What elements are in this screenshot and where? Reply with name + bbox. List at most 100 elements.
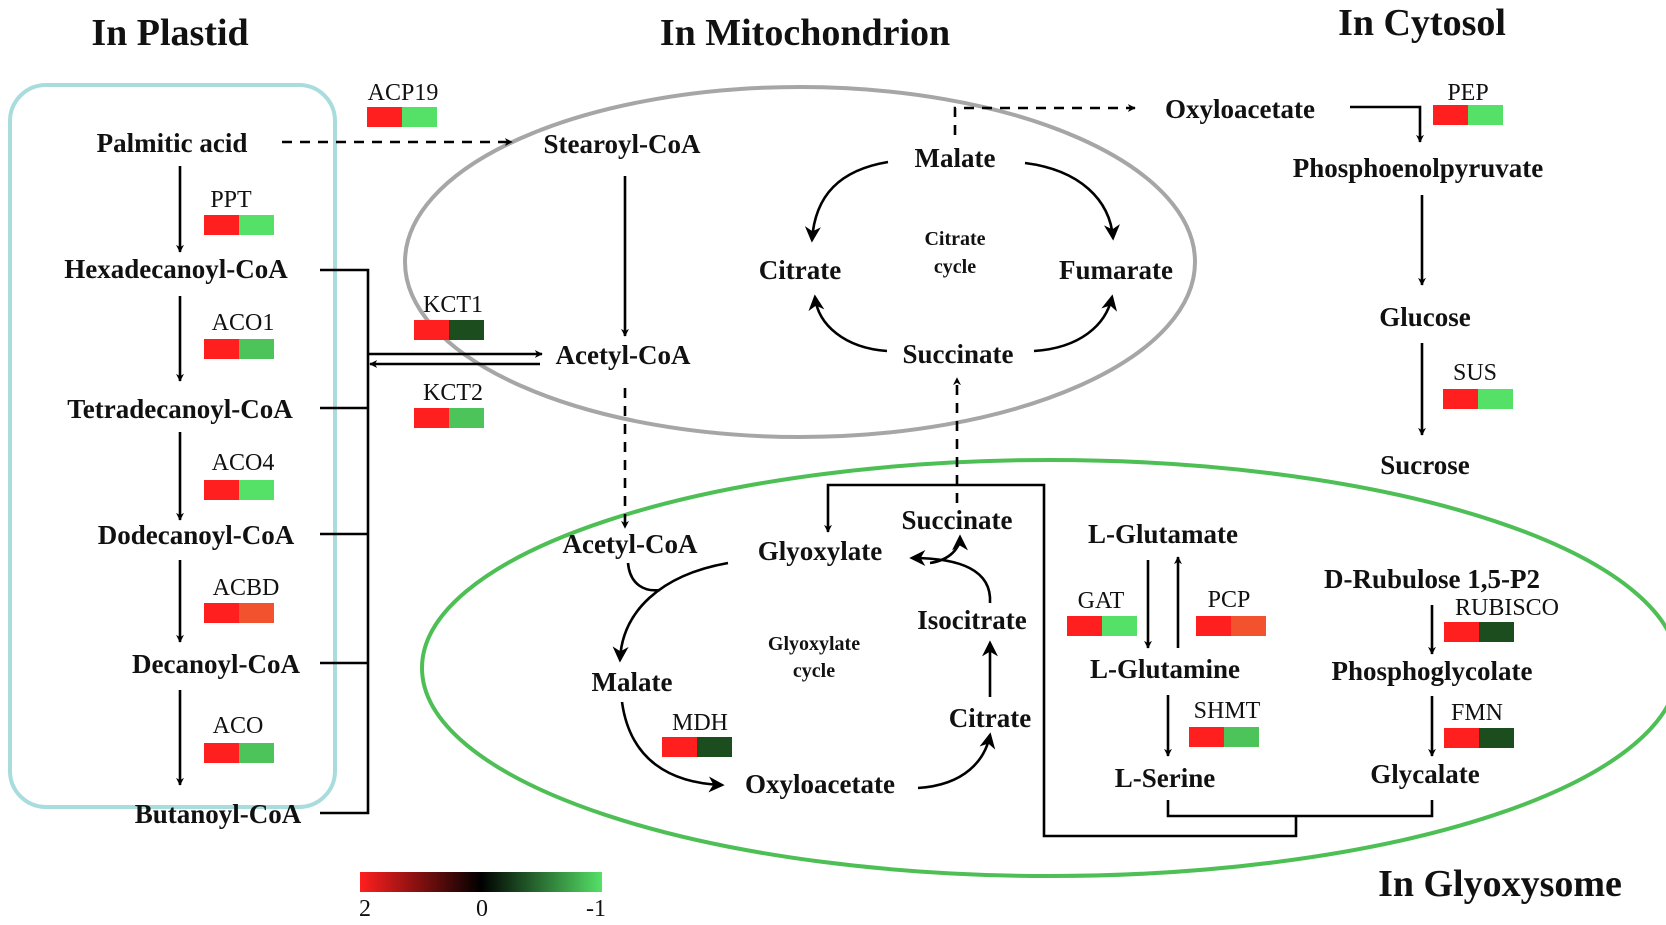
metabolite-phosphoenolpyruvate: Phosphoenolpyruvate [1293,153,1544,183]
gene-aco1: ACO1 [204,310,274,359]
cytosol-arrows [1350,105,1426,436]
heat-cell-acp19-1 [367,107,402,127]
glyoxysome-arrows [612,483,1436,838]
arrow-isocitrate-to-succinate [929,534,968,565]
arrow-succinate-to-citrate [808,294,888,353]
gene-kct1: KCT1 [414,292,484,340]
heat-cell-aco1-2 [239,339,274,359]
gene-label-acp19: ACP19 [368,80,439,106]
gene-rubisco: RUBISCO [1444,595,1559,642]
gene-label-kct1: KCT1 [423,292,483,318]
region-title-plastid: In Plastid [91,12,248,54]
gene-aco4: ACO4 [204,450,274,500]
arrow-malate-to-oxyloacetate-cyto [953,104,1136,135]
gene-kct2: KCT2 [414,380,484,428]
metabolite-malate-glyox: Malate [592,667,673,697]
gene-label-gat: GAT [1078,588,1125,614]
metabolite-tetradecanoyl-coa: Tetradecanoyl-CoA [67,394,293,424]
citrate-cycle-label-2: cycle [934,256,976,278]
metabolite-l-glutamine: L-Glutamine [1090,654,1240,684]
heat-cell-rubisco-2 [1479,622,1514,642]
metabolite-glucose: Glucose [1379,302,1471,332]
heat-cell-pcp-1 [1196,616,1231,636]
gene-pcp: PCP [1196,587,1266,636]
gene-label-aco1: ACO1 [212,310,275,336]
gene-label-aco4: ACO4 [212,450,275,476]
heat-cell-sus-1 [1443,389,1478,409]
gene-label-fmn: FMN [1451,700,1503,726]
metabolite-palmitic-acid: Palmitic acid [97,128,248,158]
heat-cell-mdh-2 [697,737,732,757]
metabolite-oxyloacetate-glyox: Oxyloacetate [745,769,895,799]
metabolite-glyoxylate: Glyoxylate [758,536,882,566]
serine-glycalate-connector [1166,800,1434,818]
metabolite-isocitrate: Isocitrate [917,605,1026,635]
gene-acbd: ACBD [204,575,279,623]
heat-cell-pep-1 [1433,105,1468,125]
metabolite-citrate-mito: Citrate [759,255,841,285]
heat-cell-aco1-1 [204,339,239,359]
arrow-malate-to-fumarate [1024,161,1120,241]
legend-tick-mid: 0 [476,896,488,922]
heat-cell-mdh-1 [662,737,697,757]
gene-shmt: SHMT [1189,698,1261,747]
heat-cell-pcp-2 [1231,616,1266,636]
gene-label-aco: ACO [213,713,264,739]
metabolite-citrate-glyox: Citrate [949,703,1031,733]
heat-cell-acbd-2 [239,603,274,623]
plastid-arrows [176,138,543,815]
legend-tick-max: 2 [359,896,371,922]
gene-acp19: ACP19 [367,80,438,127]
heat-cell-aco-2 [239,743,274,763]
metabolite-decanoyl-coa: Decanoyl-CoA [132,649,300,679]
metabolite-fumarate: Fumarate [1059,255,1173,285]
gene-pep: PEP [1433,80,1503,125]
gene-label-ppt: PPT [210,187,252,213]
heat-cell-kct2-1 [414,408,449,428]
connector-to-glyoxylate [824,483,1298,838]
heat-cell-aco4-1 [204,480,239,500]
plastid-compartment [8,83,337,809]
arrow-malate-to-citrate [804,160,889,243]
gene-label-rubisco: RUBISCO [1455,595,1559,621]
metabolite-oxyloacetate-cyto: Oxyloacetate [1165,94,1315,124]
gene-gat: GAT [1067,588,1137,636]
mitochondrion-compartment [403,85,1197,439]
mitochondrion-arrows [621,104,1136,529]
region-title-mitochondrion: In Mitochondrion [660,12,950,54]
gene-mdh: MDH [662,710,732,757]
metabolite-succinate-mito: Succinate [903,339,1014,369]
metabolite-hexadecanoyl-coa: Hexadecanoyl-CoA [64,254,288,284]
expression-color-legend: 2 0 -1 [359,872,606,922]
gene-aco: ACO [204,713,274,763]
acyl-coa-bracket [320,268,370,815]
metabolite-l-glutamate: L-Glutamate [1088,519,1238,549]
region-title-glyoxysome: In Glyoxysome [1378,863,1622,905]
arrow-succinate-to-fumarate [1033,294,1118,353]
metabolite-acetyl-coa-glyox: Acetyl-CoA [563,529,698,559]
heat-cell-fmn-2 [1479,728,1514,748]
heat-cell-ppt-1 [204,215,239,235]
gene-label-sus: SUS [1453,360,1497,386]
metabolite-glycalate: Glycalate [1370,759,1479,789]
heat-cell-ppt-2 [239,215,274,235]
metabolite-l-serine: L-Serine [1115,763,1216,793]
heat-cell-aco4-2 [239,480,274,500]
gene-ppt: PPT [204,187,274,235]
heat-cell-kct1-2 [449,320,484,340]
gene-fmn: FMN [1444,700,1514,748]
metabolite-stearoyl-coa: Stearoyl-CoA [544,129,701,159]
metabolite-succinate-glyox: Succinate [902,505,1013,535]
arrow-glyoxylate-to-malate [612,561,729,663]
gene-label-shmt: SHMT [1194,698,1261,724]
arrow-oxyloacetate-to-pep [1350,105,1424,143]
legend-tick-min: -1 [586,896,606,922]
heat-cell-shmt-1 [1189,727,1224,747]
gene-label-pep: PEP [1447,80,1488,106]
gene-label-mdh: MDH [672,710,728,736]
metabolite-acetyl-coa-mito: Acetyl-CoA [556,340,691,370]
region-title-cytosol: In Cytosol [1338,2,1506,44]
metabolite-dodecanoyl-coa: Dodecanoyl-CoA [98,520,295,550]
citrate-cycle-label: Citrate [924,228,985,250]
